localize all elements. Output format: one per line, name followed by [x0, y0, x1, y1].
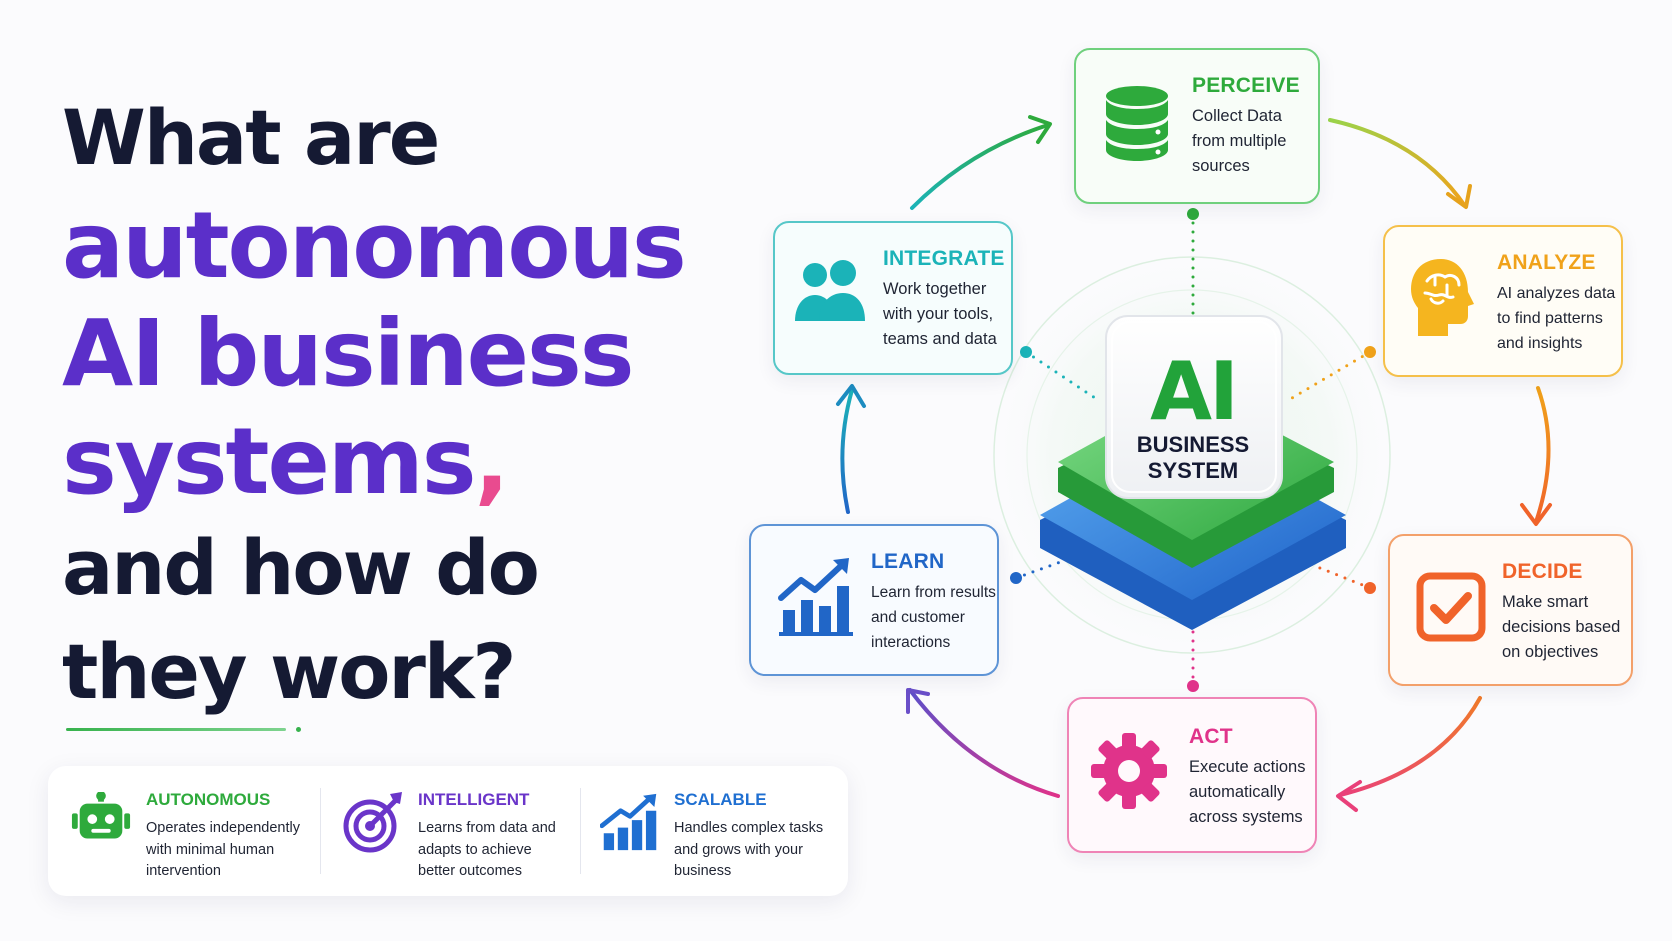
- center-ring-outer: [993, 256, 1391, 654]
- feature-desc-line: business: [674, 863, 732, 879]
- headline-line5: and how do: [62, 523, 540, 612]
- card-perceive: PERCEIVE Collect Data from multiple sour…: [1074, 48, 1320, 204]
- feature-desc-line: Operates independently: [146, 820, 300, 836]
- spoke-dots: [1010, 208, 1376, 692]
- step-desc-line: Learn from results: [871, 584, 996, 601]
- step-desc: Make smart decisions based on objectives: [1502, 590, 1632, 665]
- growth-chart-icon: [778, 558, 853, 636]
- headline: What are autonomous AI business systems,…: [62, 86, 762, 724]
- arrow-act-to-learn: [908, 688, 1060, 798]
- card-act: ACT Execute actions automatically across…: [1067, 697, 1317, 853]
- card-integrate: INTEGRATE Work together with your tools,…: [773, 221, 1013, 375]
- headline-underline-dot: [296, 727, 301, 732]
- step-desc-line: and insights: [1497, 335, 1583, 352]
- step-title: PERCEIVE: [1192, 74, 1300, 97]
- step-desc-line: Collect Data: [1192, 107, 1282, 125]
- feature-desc-line: intervention: [146, 863, 221, 879]
- feature-title: INTELLIGENT: [418, 790, 530, 809]
- step-desc-line: on objectives: [1502, 643, 1599, 661]
- step-desc-line: Work together: [883, 280, 987, 298]
- headline-comma: ,: [474, 408, 510, 515]
- headline-line3: AI business: [62, 300, 635, 407]
- step-desc-line: teams and data: [883, 330, 997, 348]
- center-stack: [1040, 315, 1346, 630]
- features-panel: AUTONOMOUS Operates independently with m…: [48, 766, 848, 896]
- checkbox-icon: [1416, 572, 1486, 642]
- arrow-perceive-to-analyze: [1328, 118, 1467, 208]
- step-desc-line: to find patterns: [1497, 310, 1603, 327]
- step-desc-line: and customer: [871, 609, 965, 626]
- step-title: LEARN: [871, 550, 945, 573]
- step-title: ACT: [1189, 725, 1233, 748]
- step-title: ANALYZE: [1497, 251, 1596, 274]
- feature-desc-line: better outcomes: [418, 863, 522, 879]
- step-desc-line: Execute actions: [1189, 758, 1306, 776]
- feature-intelligent: INTELLIGENT Learns from data and adapts …: [342, 786, 602, 882]
- feature-title: SCALABLE: [674, 790, 767, 809]
- headline-line2: autonomous: [62, 192, 687, 299]
- card-learn: LEARN Learn from results and customer in…: [749, 524, 999, 676]
- bar-chart-icon: [600, 793, 657, 851]
- step-desc-line: Make smart: [1502, 593, 1589, 611]
- headline-line6: they work?: [62, 627, 517, 716]
- arrow-integrate-to-perceive: [910, 123, 1050, 210]
- gear-icon: [1091, 733, 1167, 809]
- people-icon: [795, 260, 865, 321]
- step-title: DECIDE: [1502, 560, 1583, 583]
- arrow-analyze-to-decide: [1534, 386, 1551, 524]
- step-desc-line: sources: [1192, 157, 1250, 175]
- feature-desc: Handles complex tasks and grows with you…: [674, 818, 849, 883]
- robot-icon: [71, 792, 131, 839]
- feature-desc-line: adapts to achieve: [418, 841, 532, 858]
- headline-underline: [66, 728, 286, 731]
- step-desc: AI analyzes data to find patterns and in…: [1497, 281, 1623, 356]
- step-desc-line: decisions based: [1502, 618, 1621, 636]
- center-title: AI: [1150, 345, 1239, 438]
- step-desc: Collect Data from multiple sources: [1192, 104, 1316, 179]
- feature-scalable: SCALABLE Handles complex tasks and grows…: [600, 786, 850, 882]
- step-desc-line: from multiple: [1192, 132, 1287, 150]
- center-subtitle: BUSINESS SYSTEM: [1108, 432, 1278, 484]
- target-icon: [343, 792, 402, 853]
- step-desc-line: interactions: [871, 634, 951, 651]
- step-desc-line: with your tools,: [883, 305, 994, 323]
- step-title: INTEGRATE: [883, 247, 1005, 270]
- card-analyze: ANALYZE AI analyzes data to find pattern…: [1383, 225, 1623, 377]
- headline-line4-wrap: systems,: [62, 408, 762, 516]
- brain-head-icon: [1411, 259, 1474, 336]
- feature-desc-line: Learns from data and: [418, 820, 556, 836]
- feature-divider: [580, 788, 581, 874]
- card-decide: DECIDE Make smart decisions based on obj…: [1388, 534, 1633, 686]
- arrow-decide-to-act: [1338, 696, 1482, 797]
- feature-desc: Operates independently with minimal huma…: [146, 818, 326, 883]
- cycle-arrows: [836, 115, 1552, 812]
- feature-desc-line: and grows with your: [674, 841, 803, 858]
- database-icon: [1106, 86, 1168, 161]
- feature-title: AUTONOMOUS: [146, 790, 271, 809]
- headline-line4: systems: [62, 408, 476, 515]
- step-desc: Execute actions automatically across sys…: [1189, 755, 1315, 830]
- feature-autonomous: AUTONOMOUS Operates independently with m…: [70, 786, 340, 882]
- step-desc-line: automatically: [1189, 783, 1286, 801]
- step-desc-line: across systems: [1189, 808, 1303, 826]
- feature-desc-line: with minimal human: [146, 841, 275, 858]
- feature-divider: [320, 788, 321, 874]
- feature-desc-line: Handles complex tasks: [674, 820, 824, 836]
- center-subtitle-line1: BUSINESS: [1136, 432, 1250, 457]
- step-desc: Work together with your tools, teams and…: [883, 277, 1011, 352]
- step-desc: Learn from results and customer interact…: [871, 580, 1001, 655]
- step-desc-line: AI analyzes data: [1497, 285, 1616, 302]
- feature-desc: Learns from data and adapts to achieve b…: [418, 818, 588, 883]
- arrow-learn-to-integrate: [840, 388, 854, 514]
- center-subtitle-line2: SYSTEM: [1147, 458, 1239, 483]
- headline-line1: What are: [62, 93, 440, 182]
